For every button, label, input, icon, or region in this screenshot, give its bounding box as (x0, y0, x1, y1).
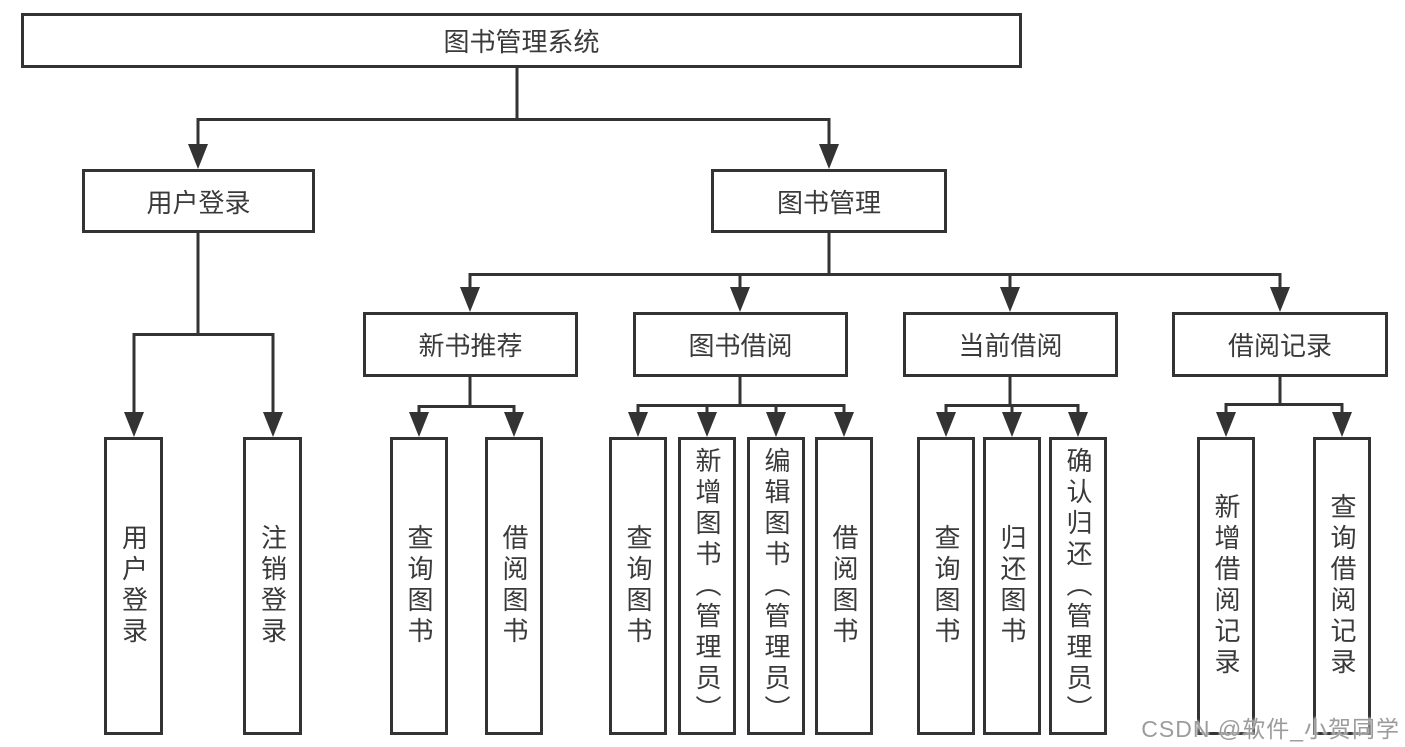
node-leaf-cb-confirm-return-admin: 确认归还（管理员） (1049, 437, 1107, 735)
csdn-watermark: CSDN @软件_小贺同学 (1141, 716, 1400, 742)
node-leaf-logout-label: 注销登录 (257, 524, 288, 648)
node-new-book-recommend-label: 新书推荐 (418, 331, 523, 361)
node-book-management-label: 图书管理 (776, 187, 881, 218)
node-leaf-br-search-record: 查询借阅记录 (1313, 437, 1371, 735)
node-book-borrow-label: 图书借阅 (688, 331, 793, 361)
node-leaf-login-label: 用户登录 (118, 524, 149, 648)
node-leaf-bb-add-book-admin-label: 新增图书（管理员） (692, 446, 722, 726)
node-leaf-cb-return-book: 归还图书 (983, 437, 1041, 735)
node-root: 图书管理系统 (21, 13, 1022, 68)
node-borrow-records: 借阅记录 (1172, 312, 1388, 377)
node-leaf-bb-borrow-book-label: 借阅图书 (829, 524, 859, 648)
node-leaf-br-add-record: 新增借阅记录 (1197, 437, 1255, 735)
node-leaf-bb-search-book: 查询图书 (609, 437, 667, 735)
node-user-login-label: 用户登录 (146, 187, 251, 218)
node-leaf-bb-search-book-label: 查询图书 (623, 524, 653, 648)
connector-current-borrow-children (936, 377, 1088, 437)
node-book-management: 图书管理 (711, 169, 947, 233)
node-leaf-bb-edit-book-admin-label: 编辑图书（管理员） (761, 446, 791, 726)
connector-book-borrow-children (628, 377, 854, 437)
node-leaf-br-add-record-label: 新增借阅记录 (1211, 493, 1241, 679)
node-leaf-login: 用户登录 (104, 437, 163, 735)
node-leaf-cb-return-book-label: 归还图书 (997, 524, 1027, 648)
node-leaf-bb-edit-book-admin: 编辑图书（管理员） (747, 437, 805, 735)
node-leaf-cb-search-book: 查询图书 (917, 437, 975, 735)
connector-book-management-children (460, 233, 1290, 312)
connector-root-to-level2 (188, 68, 839, 169)
node-user-login: 用户登录 (82, 169, 315, 233)
node-root-label: 图书管理系统 (443, 27, 600, 57)
connector-borrow-records-children (1216, 377, 1352, 437)
node-new-book-recommend: 新书推荐 (363, 312, 578, 377)
node-leaf-logout: 注销登录 (243, 437, 302, 735)
node-borrow-records-label: 借阅记录 (1227, 331, 1332, 361)
node-leaf-cb-search-book-label: 查询图书 (931, 524, 961, 648)
node-current-borrow: 当前借阅 (903, 312, 1118, 377)
node-leaf-bb-borrow-book: 借阅图书 (815, 437, 873, 735)
connector-user-login-children (124, 233, 283, 437)
node-leaf-br-search-record-label: 查询借阅记录 (1327, 493, 1357, 679)
connector-new-book-recommend-children (409, 377, 524, 437)
node-leaf-cb-confirm-return-admin-label: 确认归还（管理员） (1063, 446, 1093, 726)
node-leaf-nbr-search-book-label: 查询图书 (404, 524, 434, 648)
node-leaf-nbr-borrow-book-label: 借阅图书 (499, 524, 529, 648)
node-current-borrow-label: 当前借阅 (958, 331, 1063, 361)
node-leaf-nbr-borrow-book: 借阅图书 (485, 437, 543, 735)
node-leaf-bb-add-book-admin: 新增图书（管理员） (678, 437, 736, 735)
node-book-borrow: 图书借阅 (633, 312, 848, 377)
node-leaf-nbr-search-book: 查询图书 (390, 437, 448, 735)
